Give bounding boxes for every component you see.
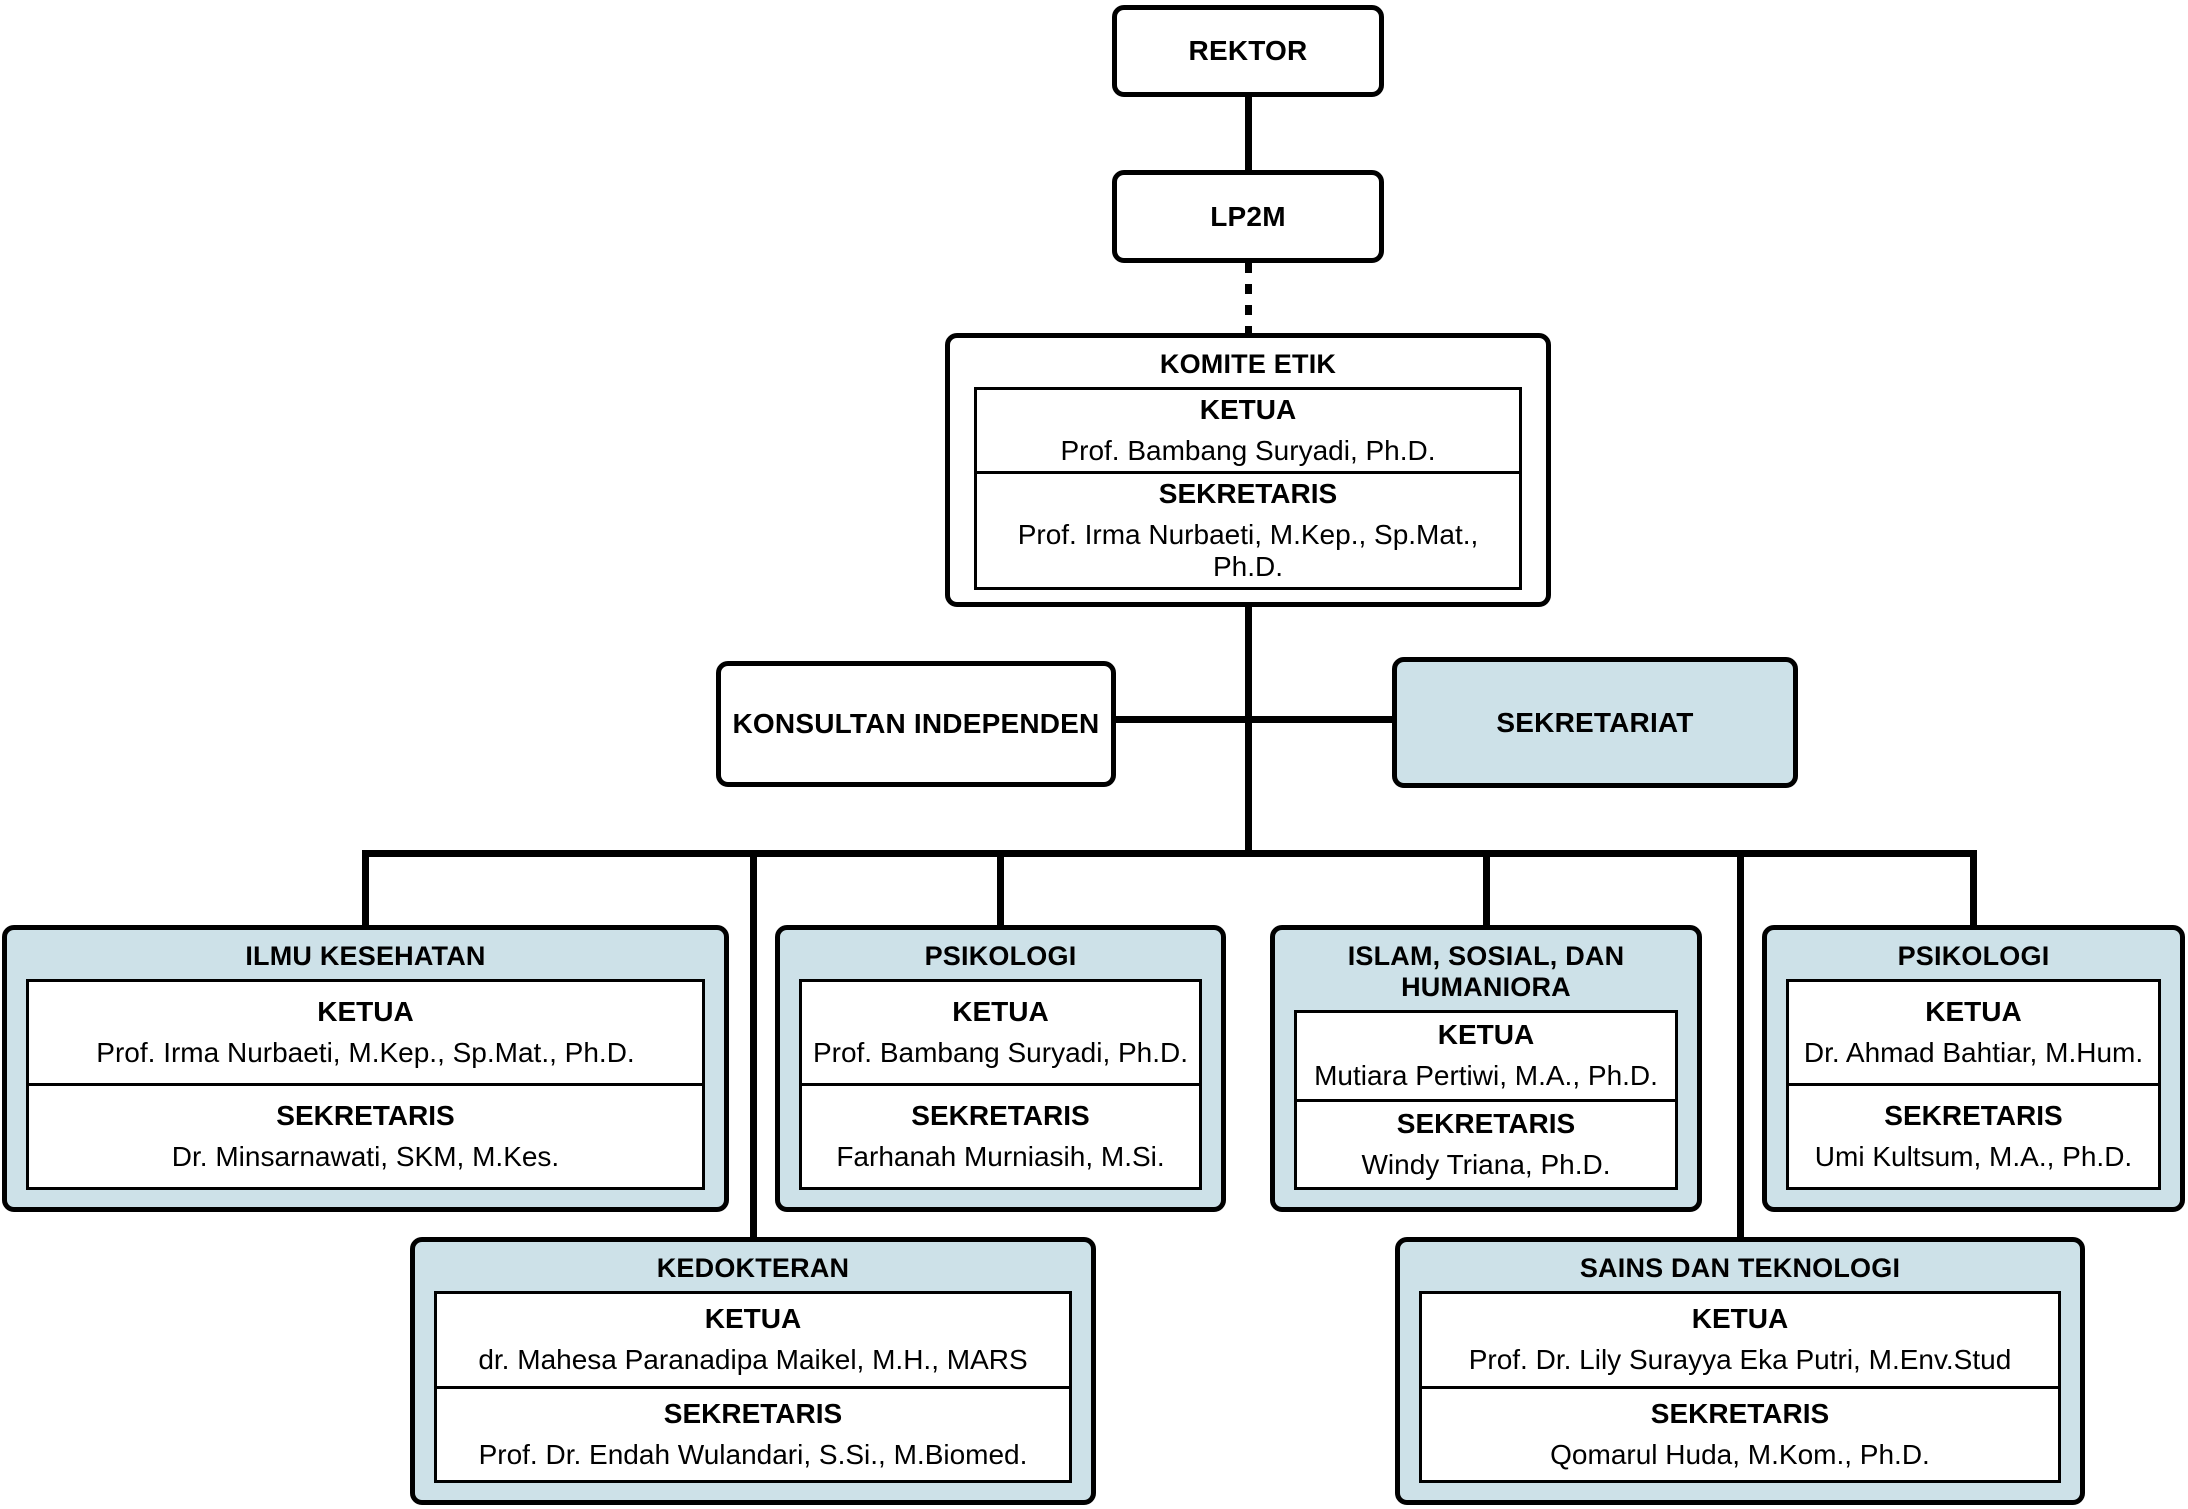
sekretariat-label: SEKRETARIAT	[1496, 706, 1694, 738]
sekretaris-name: Prof. Dr. Endah Wulandari, S.Si., M.Biom…	[478, 1438, 1028, 1470]
ketua-name: dr. Mahesa Paranadipa Maikel, M.H., MARS	[478, 1344, 1028, 1376]
ketua-row: KETUA Prof. Bambang Suryadi, Ph.D.	[802, 982, 1199, 1083]
ketua-role-label: KETUA	[1199, 394, 1297, 425]
node-committee-psikologi-1: PSIKOLOGI KETUA Prof. Bambang Suryadi, P…	[775, 925, 1226, 1212]
committee-panel: KETUA Prof. Bambang Suryadi, Ph.D. SEKRE…	[799, 979, 1202, 1190]
sekretaris-row: SEKRETARIS Prof. Dr. Endah Wulandari, S.…	[437, 1385, 1069, 1481]
konsultan-label: KONSULTAN INDEPENDEN	[732, 708, 1100, 739]
node-committee-islam-sosial-humaniora: ISLAM, SOSIAL, DAN HUMANIORA KETUA Mutia…	[1270, 925, 1702, 1212]
committee-panel: KETUA Prof. Irma Nurbaeti, M.Kep., Sp.Ma…	[26, 979, 705, 1190]
ketua-role-label: KETUA	[704, 1303, 802, 1335]
connector-distribution-bar	[362, 850, 1977, 857]
connector-rektor-lp2m	[1245, 97, 1252, 170]
sekretaris-role-label: SEKRETARIS	[911, 1100, 1090, 1131]
ketua-row: KETUA Prof. Irma Nurbaeti, M.Kep., Sp.Ma…	[29, 982, 702, 1083]
komite-etik-sekretaris-row: SEKRETARIS Prof. Irma Nurbaeti, M.Kep., …	[977, 471, 1519, 587]
sekretaris-role-label: SEKRETARIS	[1158, 478, 1338, 509]
sekretaris-role-label: SEKRETARIS	[663, 1397, 843, 1429]
committee-title: ILMU KESEHATAN	[245, 941, 486, 971]
ketua-row: KETUA dr. Mahesa Paranadipa Maikel, M.H.…	[437, 1294, 1069, 1386]
committee-title: PSIKOLOGI	[1897, 941, 2050, 971]
komite-etik-panel: KETUA Prof. Bambang Suryadi, Ph.D. SEKRE…	[974, 387, 1522, 590]
ketua-role-label: KETUA	[317, 996, 414, 1027]
sekretaris-row: SEKRETARIS Dr. Minsarnawati, SKM, M.Kes.	[29, 1083, 702, 1187]
sekretaris-name: Qomarul Huda, M.Kom., Ph.D.	[1550, 1438, 1930, 1470]
ketua-row: KETUA Prof. Dr. Lily Surayya Eka Putri, …	[1422, 1294, 2058, 1386]
sekretaris-row: SEKRETARIS Qomarul Huda, M.Kom., Ph.D.	[1422, 1385, 2058, 1481]
ketua-role-label: KETUA	[952, 996, 1049, 1027]
ketua-role-label: KETUA	[1691, 1303, 1789, 1335]
committee-panel: KETUA dr. Mahesa Paranadipa Maikel, M.H.…	[434, 1291, 1072, 1483]
sekretaris-name: Farhanah Murniasih, M.Si.	[836, 1141, 1165, 1172]
sekretaris-row: SEKRETARIS Farhanah Murniasih, M.Si.	[802, 1083, 1199, 1187]
sekretaris-role-label: SEKRETARIS	[1396, 1107, 1576, 1139]
ketua-row: KETUA Dr. Ahmad Bahtiar, M.Hum.	[1789, 982, 2158, 1083]
ketua-name: Prof. Bambang Suryadi, Ph.D.	[812, 1037, 1189, 1068]
node-committee-psikologi-2: PSIKOLOGI KETUA Dr. Ahmad Bahtiar, M.Hum…	[1762, 925, 2185, 1212]
ketua-name: Dr. Ahmad Bahtiar, M.Hum.	[1803, 1037, 2144, 1068]
connector-konsultan-sekretariat	[1116, 716, 1392, 723]
connector-drop-ilmu-kesehatan	[362, 853, 369, 927]
committee-title: ISLAM, SOSIAL, DAN HUMANIORA	[1347, 941, 1625, 1002]
committee-panel: KETUA Prof. Dr. Lily Surayya Eka Putri, …	[1419, 1291, 2061, 1483]
sekretaris-role-label: SEKRETARIS	[1884, 1100, 2063, 1131]
rektor-label: REKTOR	[1188, 35, 1308, 66]
sekretaris-name: Prof. Irma Nurbaeti, M.Kep., Sp.Mat., Ph…	[1017, 519, 1479, 582]
sekretaris-role-label: SEKRETARIS	[276, 1100, 455, 1131]
node-committee-sains-teknologi: SAINS DAN TEKNOLOGI KETUA Prof. Dr. Lily…	[1395, 1237, 2085, 1505]
ketua-name: Prof. Bambang Suryadi, Ph.D.	[1060, 435, 1436, 466]
node-sekretariat: SEKRETARIAT	[1392, 657, 1798, 788]
sekretaris-row: SEKRETARIS Umi Kultsum, M.A., Ph.D.	[1789, 1083, 2158, 1187]
ketua-name: Prof. Irma Nurbaeti, M.Kep., Sp.Mat., Ph…	[96, 1037, 635, 1068]
committee-title: KEDOKTERAN	[656, 1253, 850, 1283]
node-committee-ilmu-kesehatan: ILMU KESEHATAN KETUA Prof. Irma Nurbaeti…	[2, 925, 729, 1212]
node-lp2m: LP2M	[1112, 170, 1384, 263]
sekretaris-role-label: SEKRETARIS	[1650, 1397, 1830, 1429]
ketua-role-label: KETUA	[1925, 996, 2022, 1027]
connector-drop-sains-teknologi	[1737, 853, 1744, 1237]
node-rektor: REKTOR	[1112, 5, 1384, 97]
sekretaris-row: SEKRETARIS Windy Triana, Ph.D.	[1297, 1098, 1675, 1188]
committee-panel: KETUA Mutiara Pertiwi, M.A., Ph.D. SEKRE…	[1294, 1010, 1678, 1190]
komite-etik-title: KOMITE ETIK	[1159, 349, 1337, 379]
node-konsultan-independen: KONSULTAN INDEPENDEN	[716, 661, 1116, 787]
sekretaris-name: Umi Kultsum, M.A., Ph.D.	[1814, 1141, 2133, 1172]
ketua-name: Mutiara Pertiwi, M.A., Ph.D.	[1314, 1060, 1658, 1092]
committee-title: SAINS DAN TEKNOLOGI	[1579, 1253, 1901, 1283]
node-committee-kedokteran: KEDOKTERAN KETUA dr. Mahesa Paranadipa M…	[410, 1237, 1096, 1505]
connector-komite-down	[1245, 607, 1252, 853]
connector-drop-islam-sosial-humaniora	[1483, 853, 1490, 927]
connector-lp2m-komite-dotted	[1245, 263, 1252, 333]
lp2m-label: LP2M	[1210, 200, 1286, 232]
connector-drop-psikologi-2	[1970, 853, 1977, 927]
ketua-row: KETUA Mutiara Pertiwi, M.A., Ph.D.	[1297, 1013, 1675, 1099]
sekretaris-name: Windy Triana, Ph.D.	[1361, 1148, 1611, 1180]
connector-drop-kedokteran	[750, 853, 757, 1237]
ketua-name: Prof. Dr. Lily Surayya Eka Putri, M.Env.…	[1468, 1344, 2012, 1376]
sekretaris-name: Dr. Minsarnawati, SKM, M.Kes.	[171, 1141, 560, 1172]
node-komite-etik: KOMITE ETIK KETUA Prof. Bambang Suryadi,…	[945, 333, 1551, 607]
komite-etik-ketua-row: KETUA Prof. Bambang Suryadi, Ph.D.	[977, 390, 1519, 471]
ketua-role-label: KETUA	[1437, 1019, 1535, 1051]
committee-panel: KETUA Dr. Ahmad Bahtiar, M.Hum. SEKRETAR…	[1786, 979, 2161, 1190]
committee-title: PSIKOLOGI	[924, 941, 1077, 971]
connector-drop-psikologi-1	[997, 853, 1004, 927]
